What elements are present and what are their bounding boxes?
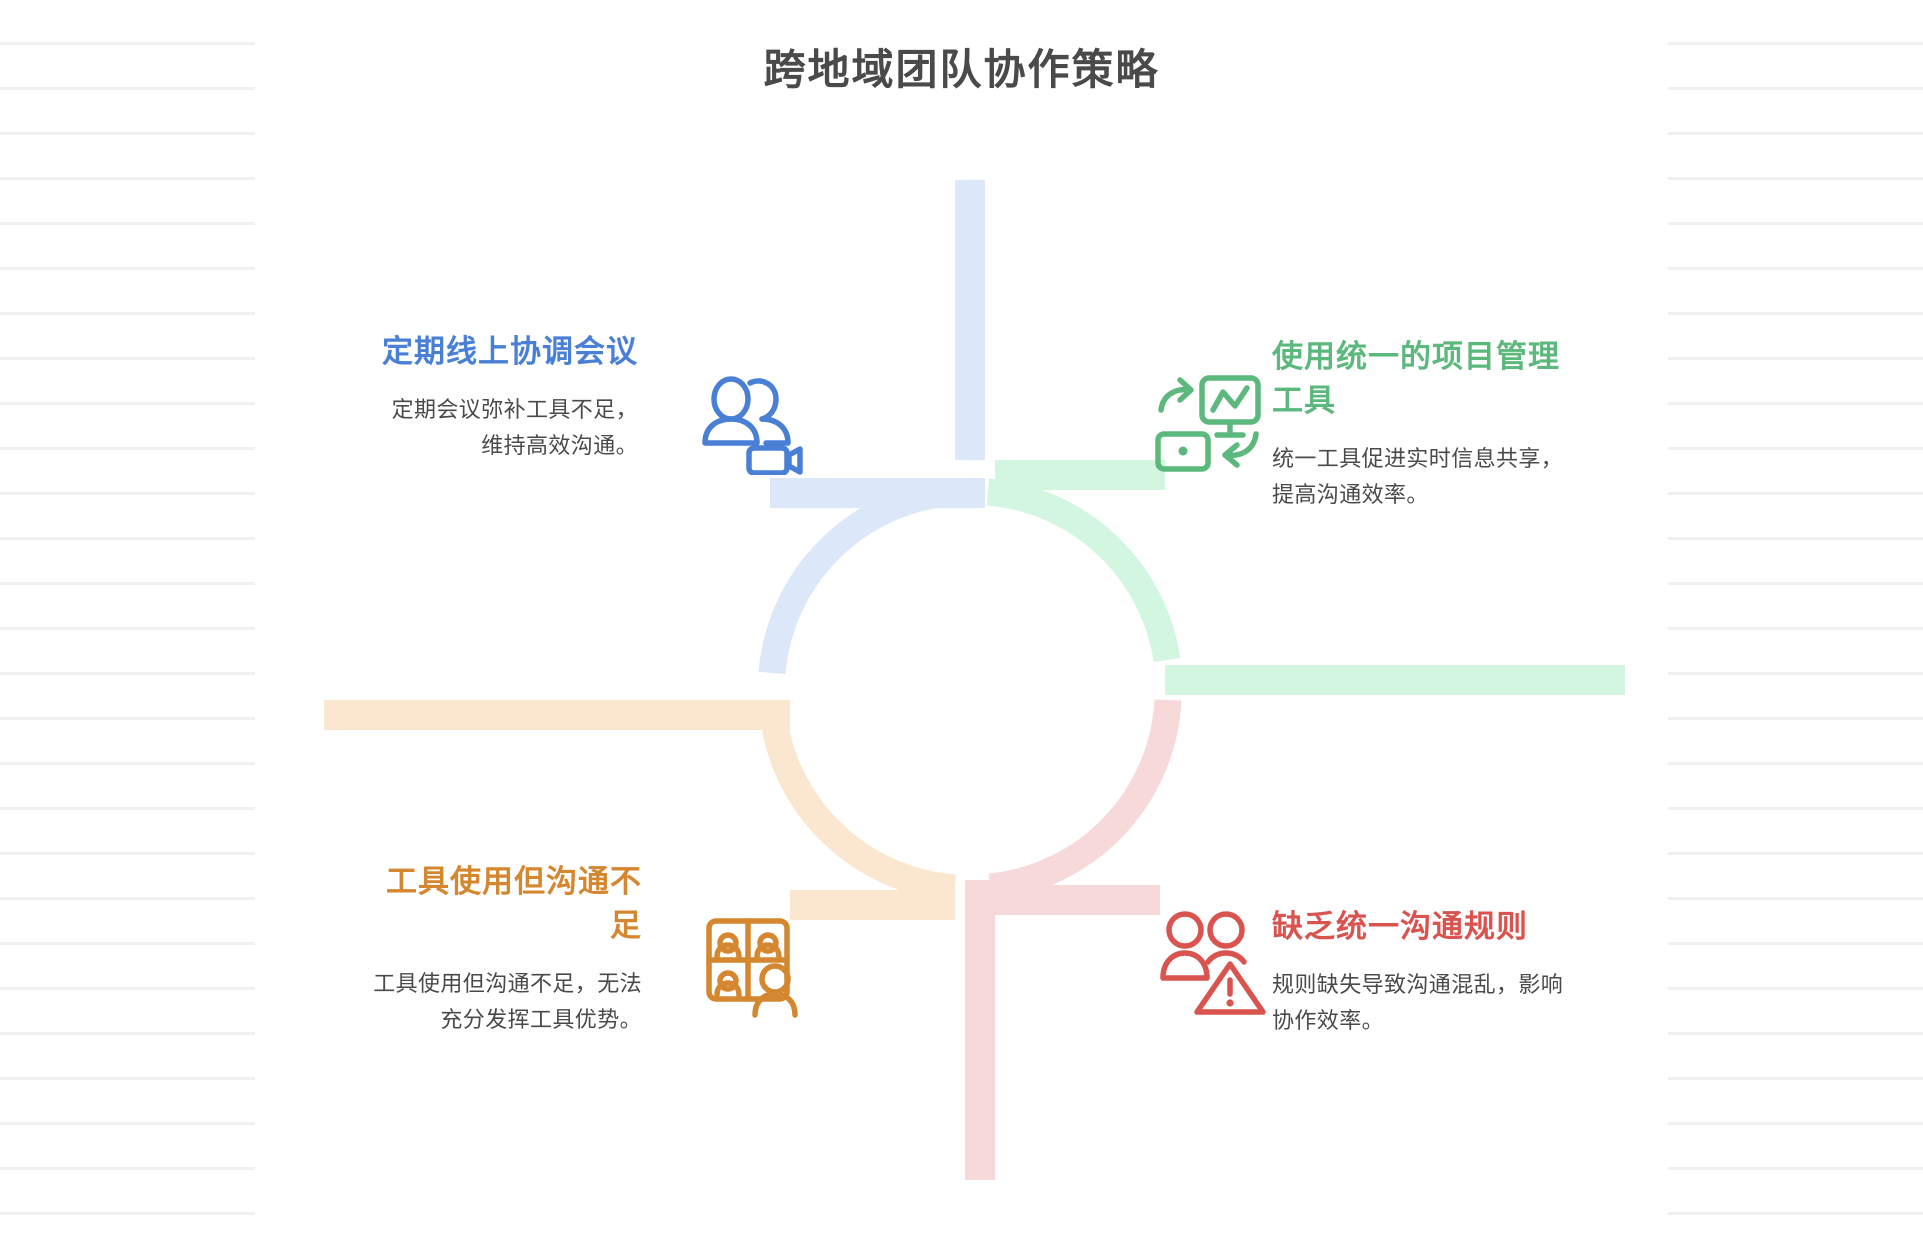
- connector-bottom-line: [965, 880, 995, 1180]
- people-video-call-icon: [700, 375, 804, 480]
- node-top-right: 使用统一的项目管理工具 统一工具促进实时信息共享，提高沟通效率。: [1272, 335, 1572, 512]
- connector-left-line: [324, 700, 790, 730]
- hub-arc-top-left: [758, 478, 957, 675]
- video-conference-grid-icon: [705, 915, 807, 1024]
- node-top-left-body: 定期会议弥补工具不足，维持高效沟通。: [391, 397, 638, 458]
- hub-arc-bottom-left: [759, 712, 957, 902]
- node-bottom-right: 缺乏统一沟通规则 规则缺失导致沟通混乱，影响协作效率。: [1272, 905, 1582, 1038]
- node-top-right-body: 统一工具促进实时信息共享，提高沟通效率。: [1272, 446, 1564, 507]
- hub-arc-bottom-right: [988, 699, 1182, 901]
- node-top-left-heading: 定期线上协调会议: [382, 334, 638, 369]
- monitor-chart-sync-icon: [1155, 372, 1263, 482]
- node-top-right-heading: 使用统一的项目管理工具: [1272, 339, 1560, 419]
- people-warning-icon: [1160, 908, 1268, 1021]
- node-bottom-right-heading: 缺乏统一沟通规则: [1272, 909, 1528, 944]
- connector-right-line: [1165, 665, 1625, 695]
- node-bottom-left-body: 工具使用但沟通不足，无法充分发挥工具优势。: [373, 971, 642, 1032]
- hub-arc-top-right: [986, 478, 1181, 663]
- connector-top-line: [955, 180, 985, 460]
- connector-right-stub: [995, 460, 1165, 490]
- node-bottom-right-body: 规则缺失导致沟通混乱，影响协作效率。: [1272, 972, 1564, 1033]
- page-title: 跨地域团队协作策略: [763, 48, 1160, 94]
- connector-left-stub: [790, 890, 955, 920]
- connector-bottom-stub: [995, 885, 1160, 915]
- node-bottom-left: 工具使用但沟通不足 工具使用但沟通不足，无法充分发挥工具优势。: [373, 860, 642, 1037]
- node-bottom-left-heading: 工具使用但沟通不足: [386, 864, 642, 944]
- node-top-left: 定期线上协调会议 定期会议弥补工具不足，维持高效沟通。: [370, 330, 638, 463]
